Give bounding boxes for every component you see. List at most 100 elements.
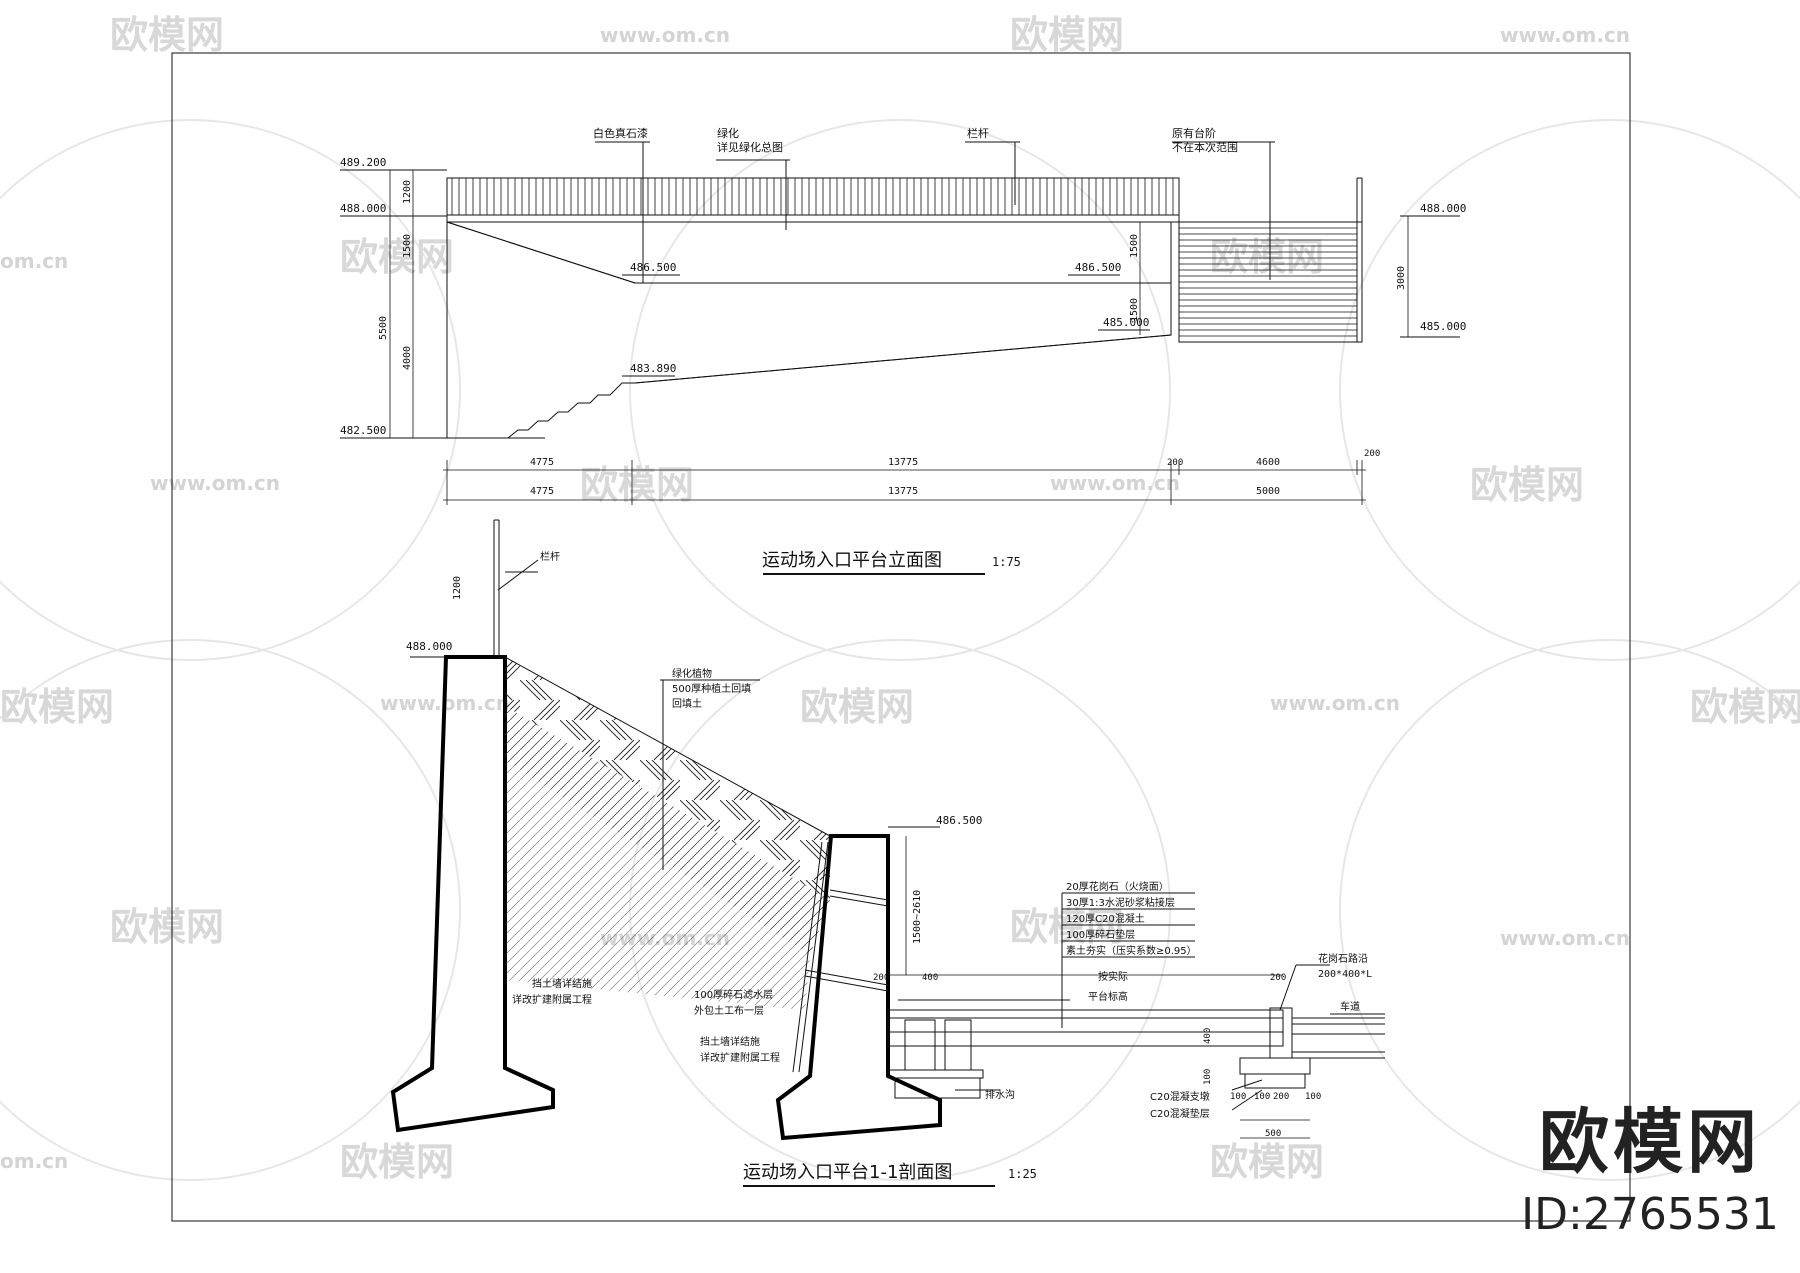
watermark-texts: 欧模网欧模网欧模网欧模网欧模网欧模网欧模网欧模网欧模网欧模网欧模网欧模网欧模网w… <box>0 13 1800 1184</box>
watermark-brand: 欧模网 <box>340 235 454 279</box>
label-wall-right: 挡土墙详结施 <box>700 1035 760 1048</box>
vdim-1500: 1500 <box>402 234 413 258</box>
watermark-url-short: om.cn <box>0 249 68 273</box>
dim-200-right: 200 <box>1270 973 1286 983</box>
section-drawing <box>390 519 1385 1187</box>
vdim-4000: 4000 <box>402 346 413 370</box>
watermark-url-short: om.cn <box>0 1149 68 1173</box>
hdim-4775-a: 4775 <box>530 457 554 468</box>
hdim-4600: 4600 <box>1256 457 1280 468</box>
callout-existing-stairs: 原有台阶 <box>1172 126 1216 140</box>
level-486500-b: 486.500 <box>1075 261 1121 274</box>
hdim-200-a: 200 <box>1167 458 1183 468</box>
label-concrete-bed: C20混凝垫层 <box>1150 1107 1210 1120</box>
watermark-brand: 欧模网 <box>0 685 114 729</box>
watermark-brand: 欧模网 <box>800 685 914 729</box>
section-texts: 栏杆 488.000 1200 绿化植物 500厚种植土回填 回填土 486.5… <box>406 550 1372 1183</box>
dim-100-c: 100 <box>1305 1092 1321 1102</box>
callout-railing: 栏杆 <box>967 126 989 140</box>
vdim-3000: 3000 <box>1396 266 1407 290</box>
hdim-13775-b: 13775 <box>888 486 918 497</box>
watermark-brand: 欧模网 <box>1010 905 1124 949</box>
callout-out-of-scope: 不在本次范围 <box>1172 140 1238 154</box>
callout-greening-ref: 详见绿化总图 <box>717 140 783 154</box>
watermark-brand: 欧模网 <box>110 905 224 949</box>
watermark-layer <box>0 119 1800 1181</box>
dim-400-curb: 400 <box>1203 1028 1213 1044</box>
watermark-url: www.om.cn <box>1500 926 1630 950</box>
watermark-brand: 欧模网 <box>1470 463 1584 507</box>
elevation-title: 运动场入口平台立面图 <box>762 550 942 571</box>
watermark-brand: 欧模网 <box>1210 1140 1324 1184</box>
watermark-brand: 欧模网 <box>1010 13 1124 57</box>
label-wall-left-ref: 详改扩建附属工程 <box>512 993 592 1006</box>
level-485000-right: 485.000 <box>1420 320 1466 333</box>
label-curb: 花岗石路沿 <box>1318 952 1368 965</box>
hdim-200-b: 200 <box>1364 449 1380 459</box>
level-482500: 482.500 <box>340 424 386 437</box>
watermark-url: www.om.cn <box>150 471 280 495</box>
layer-mortar: 30厚1:3水泥砂浆粘接层 <box>1066 896 1175 909</box>
label-railing: 栏杆 <box>540 550 560 563</box>
brand-name: 欧模网 <box>1539 1101 1761 1183</box>
hdim-5000: 5000 <box>1256 486 1280 497</box>
vdim-1500-right-b: 1500 <box>1129 298 1140 322</box>
brand-logo: 欧模网 ID:2765531 <box>1510 1086 1790 1240</box>
level-483890: 483.890 <box>630 362 676 375</box>
level-488000-section: 488.000 <box>406 640 452 653</box>
label-wall-left: 挡土墙详结施 <box>532 977 592 990</box>
label-backfill: 回填土 <box>672 697 702 710</box>
hdim-4775-b: 4775 <box>530 486 554 497</box>
watermark-url: www.om.cn <box>600 23 730 47</box>
level-486500-a: 486.500 <box>630 261 676 274</box>
dim-100-b: 100 <box>1254 1092 1270 1102</box>
elevation-texts: 白色真石漆 绿化 详见绿化总图 栏杆 原有台阶 不在本次范围 489.200 4… <box>340 126 1466 571</box>
drawing-border <box>171 52 1631 1222</box>
brand-id: ID:2765531 <box>1521 1189 1779 1240</box>
level-489200: 489.200 <box>340 156 386 169</box>
elevation-drawing <box>340 141 1460 575</box>
level-486500-section: 486.500 <box>936 814 982 827</box>
layer-soil: 素土夯实（压实系数≥0.95） <box>1066 944 1197 957</box>
vdim-1500-right-a: 1500 <box>1129 234 1140 258</box>
elevation-scale: 1:75 <box>992 555 1021 569</box>
dim-400: 400 <box>922 973 938 983</box>
watermark-brand: 欧模网 <box>110 13 224 57</box>
watermark-brand: 欧模网 <box>1210 235 1324 279</box>
dim-1200-section: 1200 <box>452 576 463 600</box>
layer-concrete: 120厚C20混凝土 <box>1066 912 1145 925</box>
dim-500: 500 <box>1265 1129 1281 1139</box>
layer-granite: 20厚花岗石（火烧面） <box>1066 880 1169 893</box>
label-concrete-pier: C20混凝支墩 <box>1150 1090 1210 1103</box>
vdim-1200: 1200 <box>402 180 413 204</box>
label-planting-soil: 500厚种植土回填 <box>672 682 751 695</box>
level-488000-left: 488.000 <box>340 202 386 215</box>
label-road: 车道 <box>1340 1000 1360 1013</box>
section-scale: 1:25 <box>1008 1167 1037 1181</box>
watermark-url: www.om.cn <box>1050 471 1180 495</box>
hdim-13775-a: 13775 <box>888 457 918 468</box>
section-title: 运动场入口平台1-1剖面图 <box>743 1162 952 1183</box>
dim-200-bottom: 200 <box>1273 1092 1289 1102</box>
vdim-5500: 5500 <box>378 316 389 340</box>
label-platform-level: 平台标高 <box>1088 990 1128 1003</box>
label-by-actual: 按实际 <box>1098 970 1128 983</box>
label-curb-size: 200*400*L <box>1318 969 1372 980</box>
label-filter-layer: 100厚碎石滤水层 <box>694 988 773 1001</box>
label-planting: 绿化植物 <box>672 667 712 680</box>
level-485000-mid: 485.000 <box>1103 316 1149 329</box>
dim-100-a: 100 <box>1230 1092 1246 1102</box>
level-488000-right: 488.000 <box>1420 202 1466 215</box>
label-geotextile: 外包土工布一层 <box>694 1004 764 1017</box>
label-wall-right-ref: 详改扩建附属工程 <box>700 1051 780 1064</box>
watermark-brand: 欧模网 <box>340 1140 454 1184</box>
dim-1500-2610: 1500~2610 <box>912 890 923 944</box>
watermark-brand: 欧模网 <box>1690 685 1800 729</box>
layer-gravel: 100厚碎石垫层 <box>1066 928 1135 941</box>
dim-200-left: 200 <box>873 973 889 983</box>
callout-stone-paint: 白色真石漆 <box>593 126 648 140</box>
watermark-url: www.om.cn <box>1270 691 1400 715</box>
dim-100-curb: 100 <box>1203 1069 1213 1085</box>
watermark-url: www.om.cn <box>1500 23 1630 47</box>
